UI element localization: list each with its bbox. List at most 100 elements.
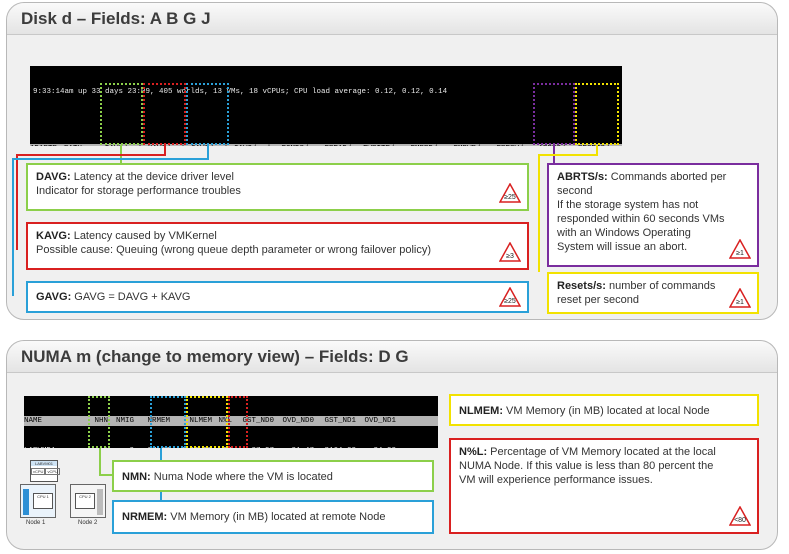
gavg-connector-v — [207, 145, 209, 159]
numa-panel-header: NUMA m (change to memory view) – Fields:… — [7, 341, 777, 373]
npl-text: Percentage of VM Memory located at the l… — [459, 446, 716, 486]
warning-triangle-icon: ≥1 — [729, 239, 751, 259]
table-cell: LABVMD1 — [24, 446, 88, 448]
numa-table-header: NAME NHN NMIG NRMEM NLMEM N%L GST_ND0 OVD_ND0 GS… — [24, 416, 438, 426]
gavg-connector-down — [12, 158, 14, 296]
column-header: N%L — [218, 417, 232, 425]
column-header: PATH — [64, 144, 100, 146]
nrmem-callout: NRMEM: VM Memory (in MB) located at remo… — [112, 500, 434, 534]
status-line: 9:33:14am up 33 days 23:09, 405 worlds, … — [33, 88, 448, 96]
node1-label: Node 1 — [26, 520, 46, 526]
abrts-text2: If the storage system has not responded … — [557, 199, 725, 253]
kavg-text1: Latency caused by VMKernel — [70, 230, 217, 242]
gavg-callout: GAVG: GAVG = DAVG + KAVG ≥25 — [26, 281, 529, 313]
warning-triangle-icon: ≥25 — [499, 183, 521, 203]
numa-panel-title: NUMA m (change to memory view) – Fields:… — [21, 346, 409, 366]
disk-panel-header: Disk d – Fields: A B G J — [7, 3, 777, 35]
warning-triangle-icon: ≥25 — [499, 287, 521, 307]
table-cell: 34.93 — [358, 446, 398, 448]
resets-connector-h — [538, 154, 598, 156]
gavg-text1: GAVG = DAVG + KAVG — [71, 291, 191, 303]
vcpu-label: vCPU — [45, 468, 60, 475]
column-header: FMBRD/s — [401, 144, 444, 146]
abrts-text: Commands aborted per second — [557, 171, 727, 197]
numa-diagram: LABVM01 vCPU vCPU CPU 1 CPU 2 Node 1 Nod… — [16, 460, 110, 532]
column-header: ADAPTR — [30, 144, 64, 146]
column-header: FWRITE/s — [358, 144, 401, 146]
column-header: NHN — [94, 417, 108, 425]
gavg-threshold: ≥25 — [504, 298, 516, 305]
vm-box: LABVM01 vCPU vCPU — [30, 460, 60, 482]
npl-threshold: <80 — [734, 517, 746, 524]
kavg-connector-v — [164, 145, 166, 155]
column-header: QAVG/cmd — [229, 144, 272, 146]
header-row: NAME NHN NMIG NRMEM NLMEM N%L GST_ND0 OVD_ND0 GS… — [24, 416, 438, 426]
column-header: FMBWR/s — [444, 144, 487, 146]
column-header: FREAD/s — [315, 144, 358, 146]
warning-triangle-icon: ≥1 — [729, 288, 751, 308]
column-header: NAME — [24, 417, 43, 425]
npl-term: N%L: — [459, 446, 488, 458]
abrts-threshold: ≥1 — [736, 250, 744, 257]
nmn-term: NMN: — [122, 471, 151, 483]
table-cell: 99 — [214, 446, 234, 448]
warning-triangle-icon: ≥3 — [499, 242, 521, 262]
abrts-callout: ABRTS/s: Commands aborted per second If … — [547, 163, 759, 267]
column-header: ABRTS/s — [530, 144, 572, 146]
kavg-term: KAVG: — [36, 230, 71, 242]
cpu-label: CPU 1 — [33, 493, 53, 509]
column-header: DAVG/cmd — [100, 144, 143, 146]
node2-box: CPU 2 — [70, 484, 106, 518]
resets-connector-down — [538, 154, 540, 272]
nrmem-term: NRMEM: — [122, 511, 168, 523]
gavg-connector-h — [12, 158, 209, 160]
table-cell: 27.97 — [136, 446, 172, 448]
npl-callout: N%L: Percentage of VM Memory located at … — [449, 438, 759, 534]
node1-box: CPU 1 — [20, 484, 56, 518]
vcpu-label: vCPU — [31, 468, 46, 475]
kavg-connector-h — [16, 154, 166, 156]
node2-label: Node 2 — [78, 520, 98, 526]
disk-table-header: ADAPTRPATHDAVG/cmdKAVG/cmdGAVG/cmdQAVG/c… — [30, 144, 622, 146]
table-cell: 0 — [110, 446, 136, 448]
disk-esxtop-terminal: 9:33:14am up 33 days 23:09, 405 worlds, … — [30, 66, 622, 146]
resets-text: number of commands reset per second — [557, 280, 716, 306]
table-cell: 31.47 — [276, 446, 316, 448]
column-header: NRMEM — [147, 417, 170, 425]
davg-text1: Latency at the device driver level — [70, 171, 234, 183]
kavg-text2: Possible cause: Queuing (wrong queue dep… — [36, 244, 431, 256]
kavg-callout: KAVG: Latency caused by VMKernel Possibl… — [26, 222, 529, 270]
warning-triangle-icon: <80 — [729, 506, 751, 526]
abrts-term: ABRTS/s: — [557, 171, 608, 183]
table-cell: 27.97 — [234, 446, 276, 448]
resets-threshold: ≥1 — [736, 299, 744, 306]
gavg-term: GAVG: — [36, 291, 72, 303]
nrmem-text: VM Memory (in MB) located at remote Node — [167, 511, 386, 523]
column-header: OVD_ND0 — [282, 417, 314, 425]
column-header: FCMDS/s — [272, 144, 315, 146]
resets-callout: Resets/s: number of commands reset per s… — [547, 272, 759, 314]
header-row: ADAPTRPATHDAVG/cmdKAVG/cmdGAVG/cmdQAVG/c… — [30, 144, 622, 146]
column-header: FRESV/s — [487, 144, 530, 146]
vm-label: LABVM01 — [31, 461, 57, 466]
column-header: OVD_ND1 — [364, 417, 396, 425]
column-header: NLMEM — [189, 417, 212, 425]
column-header: GST_ND0 — [242, 417, 274, 425]
davg-term: DAVG: — [36, 171, 71, 183]
column-header: GST_ND1 — [324, 417, 356, 425]
davg-callout: DAVG: Latency at the device driver level… — [26, 163, 529, 211]
table-cell: 8164.03 — [172, 446, 214, 448]
nlmem-term: NLMEM: — [459, 405, 503, 417]
disk-panel-title: Disk d – Fields: A B G J — [21, 8, 211, 28]
nlmem-text: VM Memory (in MB) located at local Node — [503, 405, 710, 417]
davg-threshold: ≥25 — [504, 194, 516, 201]
table-row: LABVMD11027.978164.039927.9731.478164.03… — [24, 446, 438, 448]
davg-text2: Indicator for storage performance troubl… — [36, 185, 241, 197]
table-cell: 8164.03 — [316, 446, 358, 448]
nlmem-callout: NLMEM: VM Memory (in MB) located at loca… — [449, 394, 759, 426]
nhn-connector-h — [99, 474, 112, 476]
nhn-connector — [99, 448, 101, 476]
kavg-threshold: ≥3 — [506, 253, 514, 260]
column-header: NMIG — [115, 417, 134, 425]
kavg-connector-down — [16, 154, 18, 250]
